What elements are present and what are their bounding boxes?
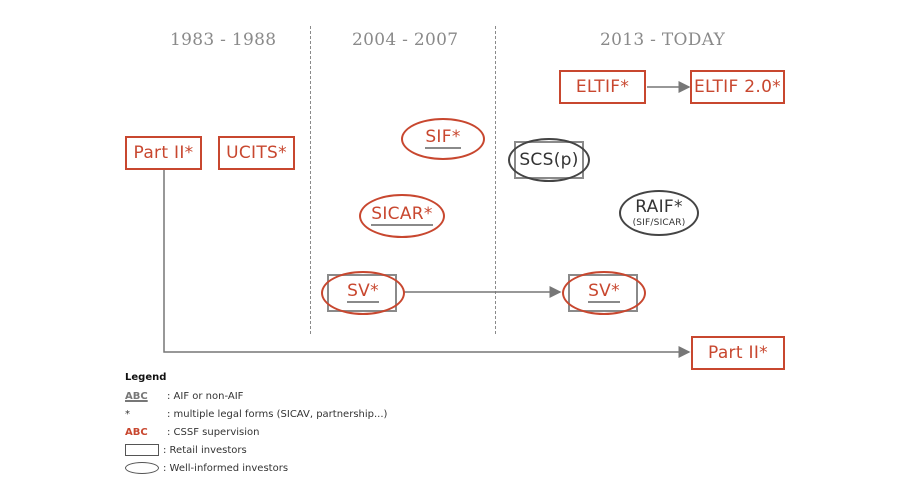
sif-ellipse: SIF* [401,118,485,160]
legend-row-cssf: ABC : CSSF supervision [125,423,387,441]
sicar-ellipse: SICAR* [359,194,445,238]
eltif-2-box: ELTIF 2.0* [690,70,785,104]
raif-ellipse: RAIF* (SIF/SICAR) [619,190,699,236]
legend-text-asterisk: : multiple legal forms (SICAV, partnersh… [167,408,388,420]
part-ii-box-today: Part II* [691,336,785,370]
legend-title: Legend [125,372,167,383]
legend-key-cssf: ABC [125,426,148,438]
raif-sublabel: (SIF/SICAR) [632,217,686,228]
legend-rectangle-icon [125,444,159,456]
period-2013-today: 2013 - TODAY [600,30,726,50]
period-divider-1 [310,26,311,334]
legend-key-aif: ABC [125,390,148,402]
sv-label-2013: SV* [588,281,620,303]
part-ii-box-1983: Part II* [125,136,202,170]
legend-text-retail: : Retail investors [163,444,247,456]
eltif-box: ELTIF* [559,70,646,104]
legend-text-cssf: : CSSF supervision [167,426,260,438]
sif-label: SIF* [425,127,461,149]
legend-row-asterisk: * : multiple legal forms (SICAV, partner… [125,405,387,423]
scs-label: SCS(p) [519,149,579,170]
legend-row-aif: ABC : AIF or non-AIF [125,387,387,405]
legend-key-asterisk: * [125,408,130,420]
sv-label-2004: SV* [347,281,379,303]
raif-label: RAIF* [635,196,683,217]
scs-ellipse: SCS(p) [508,138,590,182]
legend-row-retail: : Retail investors [125,441,387,459]
legend: Legend ABC : AIF or non-AIF * : multiple… [125,372,387,477]
sv-ellipse-2004: SV* [321,271,405,315]
sicar-label: SICAR* [371,204,433,226]
legend-row-well-informed: : Well-informed investors [125,459,387,477]
connector-part-ii [163,170,691,358]
legend-text-well-informed: : Well-informed investors [163,462,289,474]
period-1983-1988: 1983 - 1988 [170,30,277,50]
period-divider-2 [495,26,496,334]
period-2004-2007: 2004 - 2007 [352,30,459,50]
legend-ellipse-icon [125,462,159,474]
ucits-box: UCITS* [218,136,295,170]
sv-ellipse-2013: SV* [562,271,646,315]
legend-text-aif: : AIF or non-AIF [167,390,244,402]
